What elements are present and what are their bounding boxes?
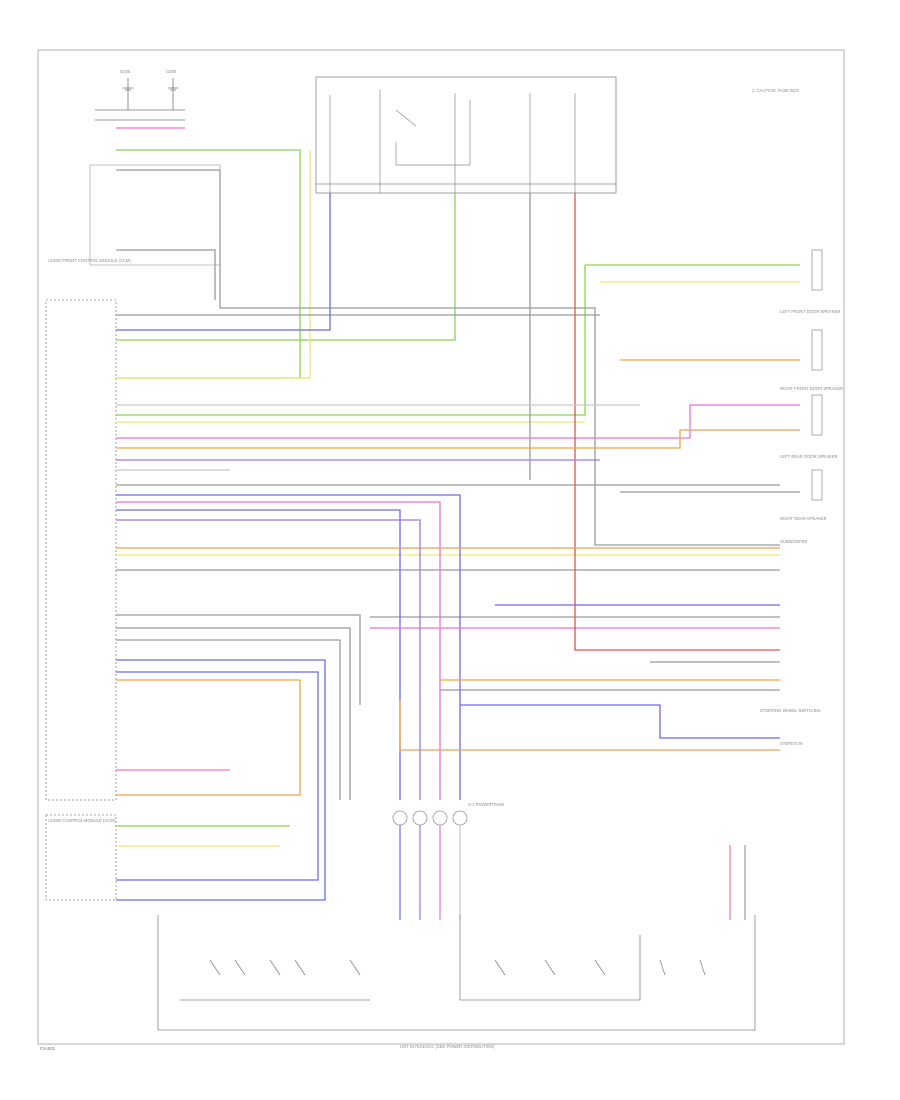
splice-label: S-1 POWERTRAIN bbox=[468, 802, 504, 807]
footer-code: F2AS01 bbox=[40, 1046, 56, 1051]
component-label-rf-speaker: RIGHT FRONT DOOR SPEAKER bbox=[780, 386, 843, 391]
acm-module-box bbox=[45, 299, 117, 801]
component-label-rr-speaker: RIGHT REAR SPEAKER bbox=[780, 516, 827, 521]
ground-label-1: G200 bbox=[120, 69, 131, 74]
fuse-box-internal bbox=[316, 90, 616, 193]
fuse-box bbox=[315, 76, 617, 194]
module-left-bottom-title: AUDIO CONTROL MODULE (ACM) bbox=[48, 818, 116, 823]
module-left-title: AUDIO FRONT CONTROL MODULE (ACM) bbox=[48, 258, 131, 263]
right-connectors bbox=[811, 249, 823, 501]
component-label-lf-speaker: LEFT FRONT DOOR SPEAKER bbox=[780, 309, 840, 314]
bottom-switch-area bbox=[157, 915, 756, 1031]
component-label-steering-switches: STEERING WHEEL SWITCHES bbox=[760, 708, 821, 713]
ground-label-2: G300 bbox=[166, 69, 177, 74]
diagram-border bbox=[37, 49, 845, 1045]
wires bbox=[116, 127, 800, 901]
top-right-note: 1. CAUTION: FUSE BOX bbox=[752, 88, 799, 93]
splice-circles bbox=[392, 810, 468, 826]
component-label-subwoofer: SUBWOOFER bbox=[780, 539, 807, 544]
component-label-stereo-in: STEREO IN bbox=[780, 741, 803, 746]
component-label-lr-speaker: LEFT REAR DOOR SPEAKER bbox=[780, 454, 838, 459]
bottom-bus-label: HOT IN RUN/ACC (SEE POWER DISTRIBUTION) bbox=[400, 1044, 495, 1049]
bottom-vertical-wires bbox=[399, 825, 746, 920]
ground-symbols-top bbox=[95, 78, 185, 121]
acm-lower-box bbox=[45, 814, 117, 901]
